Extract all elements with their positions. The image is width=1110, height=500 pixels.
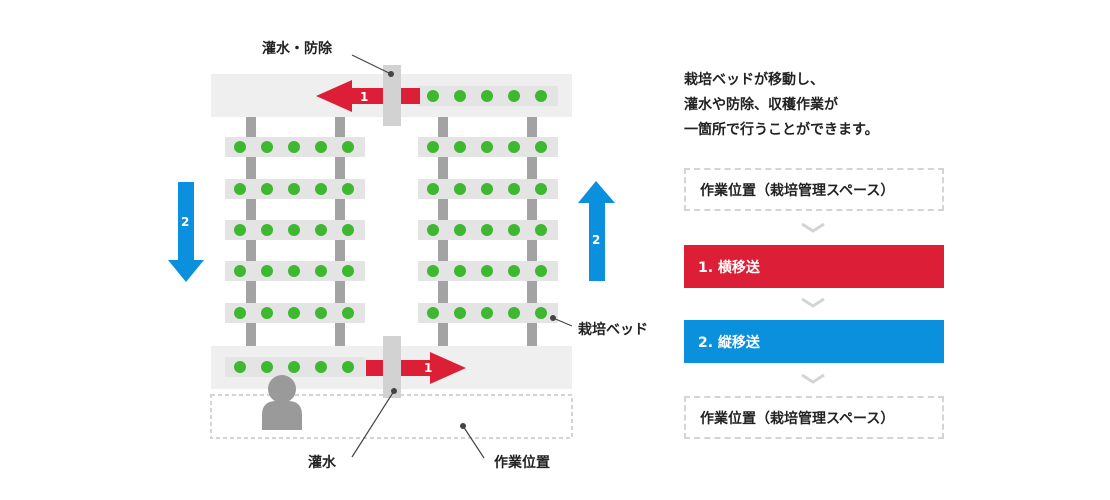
chevron-down-icon [801,222,825,233]
plant [508,141,520,153]
plant [288,265,300,277]
plant [342,224,354,236]
work-position-area [210,394,573,439]
plant [535,224,547,236]
plant [261,183,273,195]
plant [342,183,354,195]
plant [508,90,520,102]
callout-line-bottom-irrigation [351,390,395,458]
plant [315,361,327,373]
plant [481,224,493,236]
plant [288,141,300,153]
callout-dot-bottom-irrigation [391,388,397,394]
flow-step-vertical-transfer: 2. 縦移送 [684,320,944,363]
plant [427,224,439,236]
plant [261,141,273,153]
vertical-transfer-arrow-left [168,182,204,282]
plant [288,224,300,236]
plant [481,265,493,277]
plant [481,141,493,153]
callout-line-top-irrigation [351,54,392,75]
label-bed: 栽培ベッド [578,321,648,338]
plant [342,141,354,153]
callout-dot-work-position [460,423,466,429]
plant [342,307,354,319]
plant [454,265,466,277]
plant [234,183,246,195]
worker-figure [262,375,302,430]
worker-body [262,401,302,430]
description-line-2: 灌水や防除、収穫作業が [684,97,838,113]
flow-step-horizontal-transfer: 1. 横移送 [684,245,944,288]
plant [315,224,327,236]
plant [454,224,466,236]
callouts [351,54,573,459]
plant [234,307,246,319]
plant [288,183,300,195]
plant [261,265,273,277]
vertical-transfer-arrow-right [578,181,615,281]
plant [261,224,273,236]
cultivation-beds [225,86,558,377]
plant [454,307,466,319]
description: 栽培ベッドが移動し、 灌水や防除、収穫作業が 一箇所で行うことができます。 [684,68,984,143]
callout-line-bed [552,317,573,327]
plant [427,265,439,277]
plant [427,183,439,195]
plant [454,90,466,102]
arrow-number-top: 1 [360,90,368,104]
plant [508,224,520,236]
plant [427,90,439,102]
plant [234,224,246,236]
plant [342,361,354,373]
worker-head [268,375,296,403]
flow-step-work-position-end: 作業位置（栽培管理スペース） [684,396,944,439]
plant [234,141,246,153]
plant [535,265,547,277]
callout-dot-top-irrigation [388,71,394,77]
plant [481,90,493,102]
plant [508,307,520,319]
plant [234,361,246,373]
callout-dot-bed [550,315,556,321]
arrow-number-bottom: 1 [424,361,432,375]
plant [427,141,439,153]
description-line-1: 栽培ベッドが移動し、 [684,72,824,88]
arrow-number-left: 2 [181,215,189,229]
plant [508,265,520,277]
plant [535,183,547,195]
plant [234,265,246,277]
plant [454,141,466,153]
chevron-down-icon [801,297,825,308]
plant [261,307,273,319]
plant [288,307,300,319]
flow-step-work-position-start: 作業位置（栽培管理スペース） [684,168,944,211]
plant [288,361,300,373]
plant [481,307,493,319]
arrow-number-right: 2 [592,233,600,247]
callout-line-work-position [462,425,485,459]
plant [481,183,493,195]
label-work-position: 作業位置 [494,454,550,471]
plant [315,307,327,319]
plant [261,361,273,373]
plant [508,183,520,195]
chevron-down-icon [801,373,825,384]
plant [315,141,327,153]
plant [315,265,327,277]
plant [535,307,547,319]
plant [427,307,439,319]
irrigation-unit-top [383,65,401,126]
irrigation-unit-bottom [383,336,401,398]
plant [315,183,327,195]
description-line-3: 一箇所で行うことができます。 [684,122,879,138]
label-bottom-irrigation: 灌水 [308,454,337,471]
plant [535,90,547,102]
plant [535,141,547,153]
label-top-irrigation: 灌水・防除 [262,40,333,57]
plant [342,265,354,277]
plant [454,183,466,195]
